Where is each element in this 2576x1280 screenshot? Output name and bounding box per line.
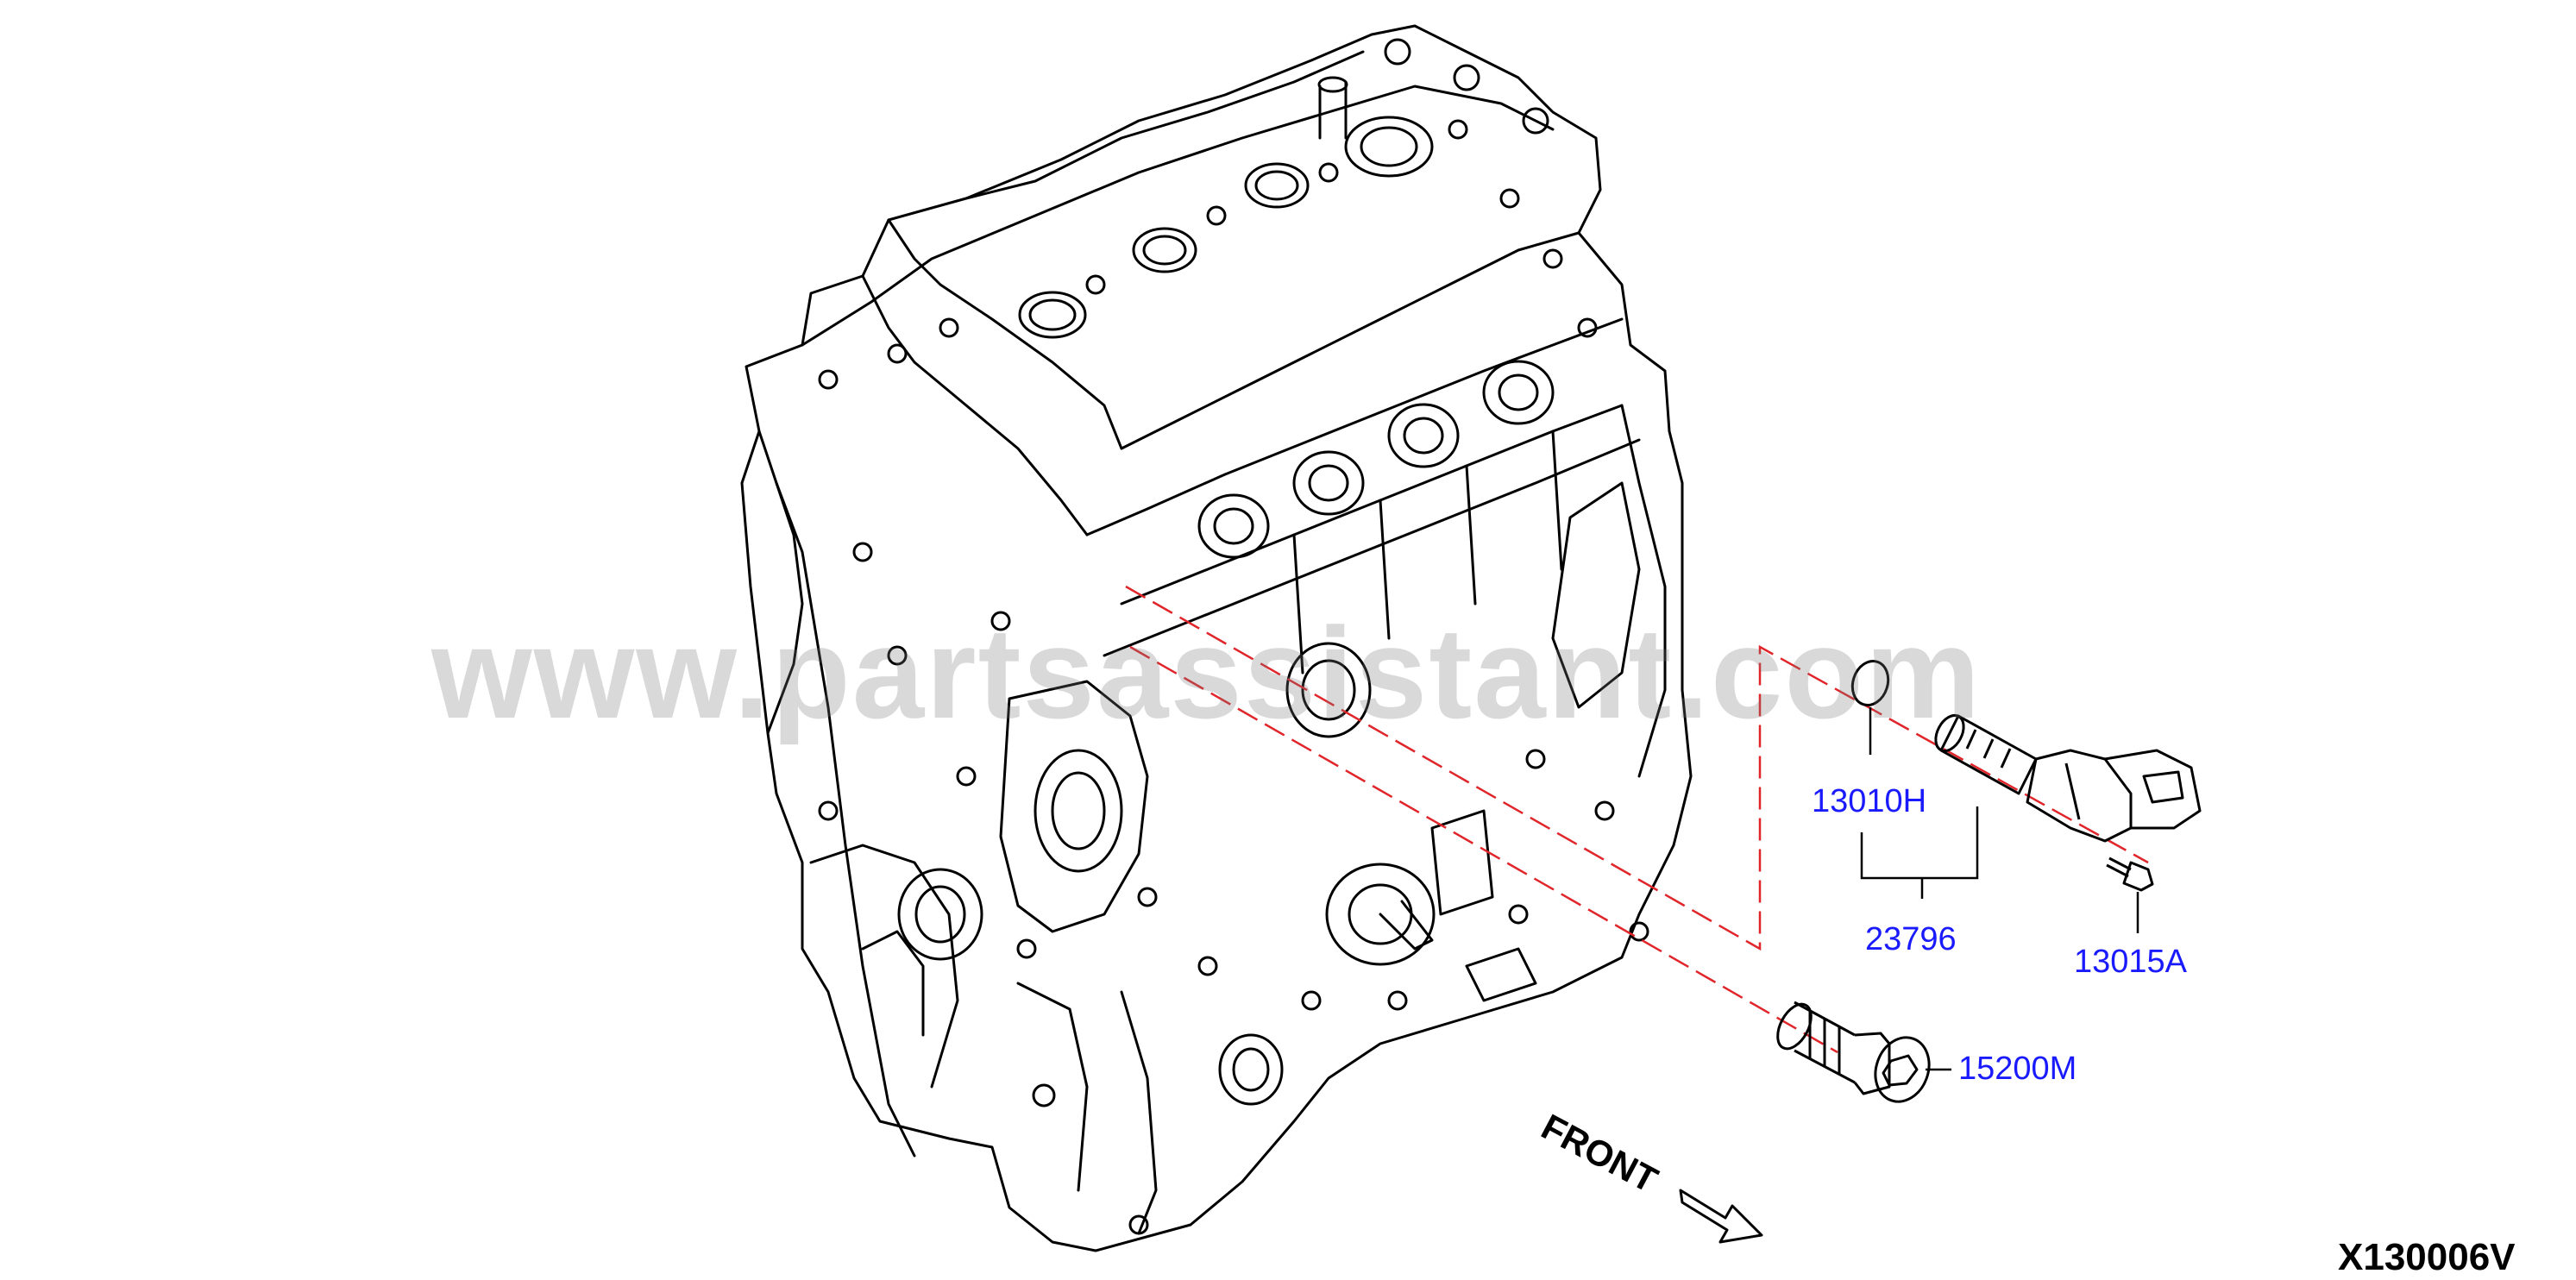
solenoid-valve-part <box>1934 713 2202 843</box>
callout-leaders <box>1860 707 2139 1071</box>
front-direction-arrow <box>1679 1189 1763 1244</box>
callout-13015a[interactable]: 13015A <box>2074 944 2188 980</box>
engine-block-drawing <box>740 24 1693 1252</box>
bolt-part <box>2106 856 2154 892</box>
leader-lines <box>1125 585 2149 1054</box>
diagram-code: X130006V <box>2338 1236 2516 1278</box>
callout-23796[interactable]: 23796 <box>1865 921 1957 957</box>
oring-part <box>1850 660 1890 706</box>
callout-15200m[interactable]: 15200M <box>1958 1051 2077 1087</box>
watermark-text: www.partsassistant.com <box>431 600 1982 745</box>
oil-screen-part <box>1776 1001 1931 1103</box>
callout-13010h[interactable]: 13010H <box>1812 783 1927 819</box>
